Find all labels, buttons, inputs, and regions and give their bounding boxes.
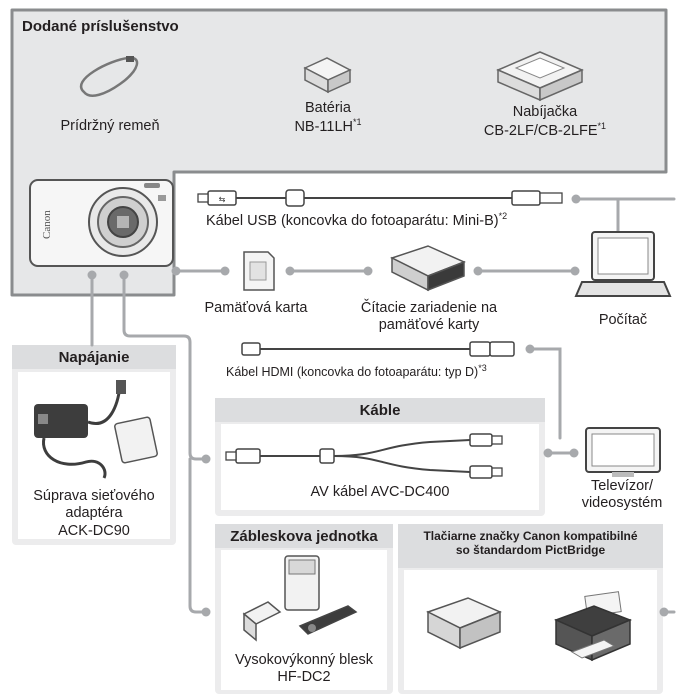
card-reader-label-line2: pamäťové karty xyxy=(378,317,480,334)
tv-label-line2: videosystém xyxy=(581,495,663,512)
flash-unit-icon xyxy=(242,555,358,642)
tv-icon xyxy=(585,427,661,477)
power-adapter-icon xyxy=(34,380,158,479)
hdmi-footnote: *3 xyxy=(478,363,487,373)
printer-icons xyxy=(426,591,632,662)
computer-label: Počítač xyxy=(598,312,648,328)
cables-title: Káble xyxy=(359,402,401,419)
supplied-accessories-title: Dodané príslušenstvo xyxy=(22,18,179,35)
printers-title: Tlačiarne značky Canon kompatibilné so š… xyxy=(398,529,663,558)
power-label-line1: Súprava sieťového xyxy=(33,488,155,504)
strap-icon xyxy=(80,56,139,97)
strap-label: Prídržný remeň xyxy=(60,118,160,134)
memory-card-label: Pamäťová karta xyxy=(204,300,308,316)
power-label-line3: ACK-DC90 xyxy=(58,522,130,539)
flash-label-line2: HF-DC2 xyxy=(277,669,331,686)
svg-text:⇆: ⇆ xyxy=(219,195,226,204)
connector-lines xyxy=(90,197,676,614)
charger-label-line2: CB-2LF/CB-2LFE*1 xyxy=(460,121,630,140)
card-reader-icon xyxy=(390,245,466,292)
charger-footnote: *1 xyxy=(597,121,607,132)
battery-icon xyxy=(303,57,352,94)
flash-label: Vysokovýkonný blesk HF-DC2 xyxy=(221,652,387,687)
av-cable-label: AV kábel AVC-DC400 xyxy=(310,484,450,500)
usb-footnote: *2 xyxy=(498,211,508,221)
camera-icon xyxy=(29,179,174,267)
card-reader-label-line1: Čítacie zariadenie na xyxy=(360,300,498,316)
connector-dots xyxy=(87,194,669,617)
usb-cable-text: Kábel USB (koncovka do fotoaparátu: Mini… xyxy=(206,212,499,229)
battery-label-line2: NB-11LH*1 xyxy=(278,117,378,136)
charger-label: Nabíjačka CB-2LF/CB-2LFE*1 xyxy=(460,104,630,141)
usb-cable-label: Kábel USB (koncovka do fotoaparátu: Mini… xyxy=(206,211,507,230)
usb-cable-icon: ⇆ xyxy=(197,189,563,207)
hdmi-cable-label: Kábel HDMI (koncovka do fotoaparátu: typ… xyxy=(226,363,487,380)
battery-label-line1: Batéria xyxy=(305,100,351,116)
hdmi-cable-text: Kábel HDMI (koncovka do fotoaparátu: typ… xyxy=(226,365,479,380)
camera-brand-logo: Canon xyxy=(41,210,53,239)
laptop-icon xyxy=(574,231,672,297)
flash-label-line1: Vysokovýkonný blesk xyxy=(234,652,374,668)
power-title: Napájanie xyxy=(58,349,130,366)
battery-footnote: *1 xyxy=(353,117,362,128)
charger-icon xyxy=(496,51,584,102)
card-reader-label: Čítacie zariadenie na pamäťové karty xyxy=(334,300,524,335)
charger-model: CB-2LF/CB-2LFE xyxy=(483,123,598,140)
memory-card-icon xyxy=(243,251,275,291)
tv-label: Televízor/ videosystém xyxy=(570,478,674,513)
power-label: Súprava sieťového adaptéra ACK-DC90 xyxy=(18,488,170,540)
charger-label-line1: Nabíjačka xyxy=(512,104,578,120)
hdmi-cable-icon xyxy=(241,341,515,357)
printers-title-line2: so štandardom PictBridge xyxy=(455,543,606,558)
power-label-line2: adaptéra xyxy=(65,505,123,522)
printers-title-line1: Tlačiarne značky Canon kompatibilné xyxy=(423,529,638,543)
tv-label-line1: Televízor/ xyxy=(590,478,654,494)
battery-label: Batéria NB-11LH*1 xyxy=(278,100,378,137)
flash-title: Zábleskova jednotka xyxy=(230,528,378,545)
av-cable-icon xyxy=(225,433,503,479)
battery-model: NB-11LH xyxy=(294,119,354,136)
